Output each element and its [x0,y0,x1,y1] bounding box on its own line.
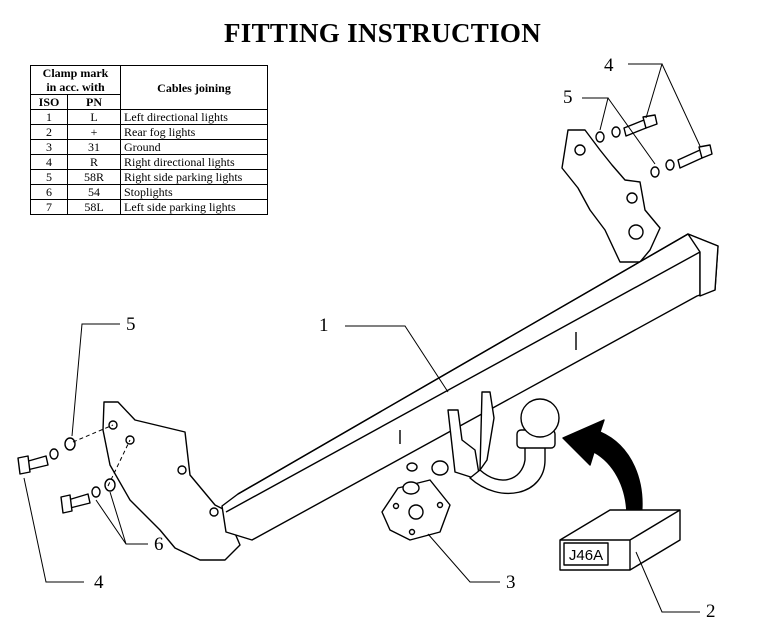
table-row: 4 R Right directional lights [30,154,268,170]
iso-cell: 7 [30,199,68,215]
tow-ball [520,398,560,438]
clamp-mark-header-line1: Clamp mark [42,66,109,80]
wiring-table: Clamp mark in acc. with Cables joining I… [30,65,268,215]
bracket-hole [574,144,586,156]
leader-line-6 [95,491,148,545]
towbar-crossbar [221,233,719,541]
curved-arrow [562,419,643,526]
callout-4-bottom: 4 [94,572,104,593]
table-row: 3 31 Ground [30,139,268,155]
leader-line-4-bottom [23,477,84,583]
washer [665,159,675,171]
callout-4-top: 4 [604,55,614,76]
plate-label: J46A [569,547,603,564]
washer [104,478,116,492]
washer [49,448,59,460]
ball-mount-lug [447,409,481,481]
ball-mount-lug [479,391,495,471]
bracket-hole [177,465,187,475]
cables-joining-header: Cables joining [120,65,268,110]
leader-line-4-top [628,63,701,147]
socket-plate-hole [408,504,424,520]
top-bolt-set [595,114,713,178]
table-row: 7 58L Left side parking lights [30,199,268,215]
callout-3: 3 [506,572,516,593]
crossbar-seam [399,332,577,444]
left-mounting-bracket [102,401,241,561]
leader-line-5-top [582,97,656,165]
callout-5-left: 5 [126,314,136,335]
cable-cell: Left side parking lights [120,199,268,215]
plate-label-frame [563,542,609,566]
gooseneck-arm [469,439,546,495]
clamp-mark-header-line2: in acc. with [46,80,105,94]
clamp-mark-header: Clamp mark in acc. with [30,65,121,95]
washer [595,131,605,143]
leader-dash [72,424,131,487]
callout-5-top: 5 [563,87,573,108]
left-bolt-set [17,437,116,514]
leader-line-3 [427,533,500,583]
leader-line-2 [635,551,700,613]
crossbar-top-edge [237,233,689,495]
bracket-hole [628,224,644,240]
washer [64,437,76,451]
callout-2: 2 [706,601,716,622]
socket-mount-bolt [402,481,420,495]
callout-1: 1 [319,315,329,336]
cable-cell: Right side parking lights [120,169,268,185]
pn-cell: 31 [67,139,121,155]
leader-line-1 [345,325,449,393]
cable-cell: Right directional lights [120,154,268,170]
leader-line-5-left [71,323,120,437]
page-title: FITTING INSTRUCTION [223,18,542,48]
washer [650,166,660,178]
cable-cell: Stoplights [120,184,268,200]
washer [611,126,621,138]
bracket-hole [209,507,219,517]
callout-6: 6 [154,534,164,555]
bracket-hole [626,192,638,204]
bolt [623,119,647,137]
cable-cell: Ground [120,139,268,155]
pn-header: PN [67,94,121,110]
crossbar-end [687,233,719,297]
pn-cell: 54 [67,184,121,200]
table-row: 6 54 Stoplights [30,184,268,200]
bolt [677,149,703,169]
washer [91,486,101,498]
pn-cell: 58L [67,199,121,215]
